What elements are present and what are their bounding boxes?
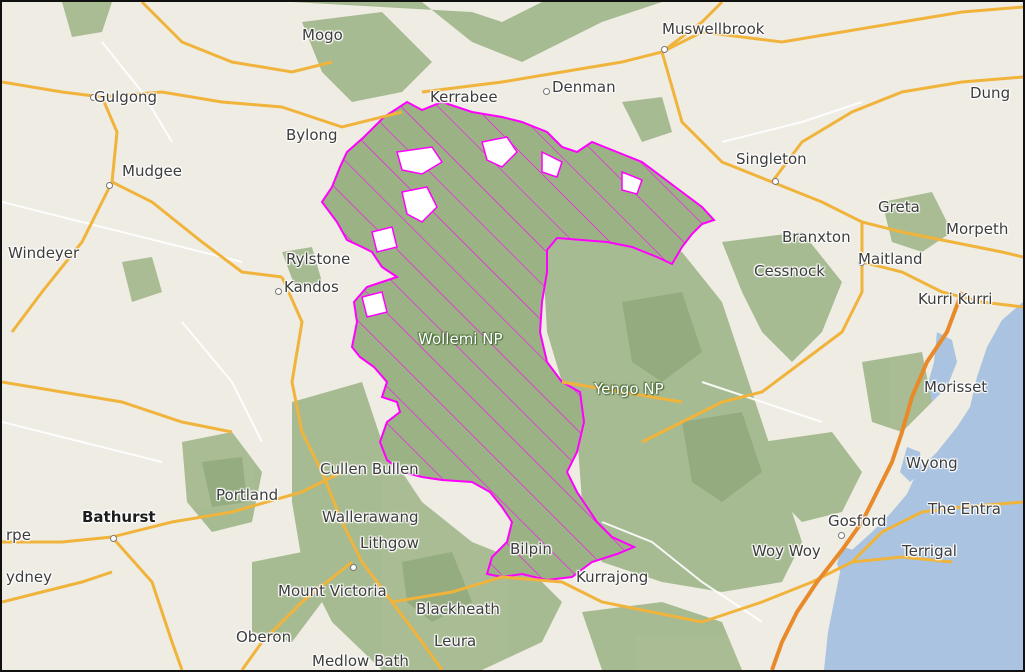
place-label-wyong: Wyong	[906, 454, 958, 472]
town-marker-gosford	[838, 532, 845, 539]
place-label-the-entrance: The Entra	[928, 500, 1001, 518]
place-label-bylong: Bylong	[286, 126, 338, 144]
place-label-dung: Dung	[970, 84, 1011, 102]
town-marker-denman	[543, 88, 550, 95]
forest-areas	[62, 2, 952, 670]
place-label-terrigal: Terrigal	[902, 542, 957, 560]
place-label-kurrajong: Kurrajong	[576, 568, 649, 586]
town-marker-singleton	[772, 178, 779, 185]
place-label-morisset: Morisset	[924, 378, 988, 396]
place-label-kerrabee: Kerrabee	[430, 88, 498, 106]
forest-dark-areas	[202, 292, 762, 622]
place-label-kurri-kurri: Kurri Kurri	[918, 290, 993, 308]
place-label-blackheath: Blackheath	[416, 600, 500, 618]
place-label-kandos: Kandos	[284, 278, 339, 296]
place-label-morpeth: Morpeth	[946, 220, 1009, 238]
place-label-mudgee: Mudgee	[122, 162, 182, 180]
town-marker-kandos	[275, 288, 282, 295]
lake-macquarie	[927, 332, 957, 402]
place-label-gulgong: Gulgong	[94, 88, 158, 106]
place-label-muswellbrook: Muswellbrook	[662, 20, 765, 38]
place-label-singleton: Singleton	[736, 150, 807, 168]
place-label-wollemi-np: Wollemi NP	[418, 330, 503, 348]
place-label-ydney: ydney	[6, 568, 53, 586]
place-label-maitland: Maitland	[858, 250, 923, 268]
place-label-lithgow: Lithgow	[360, 534, 419, 552]
place-label-windeyer: Windeyer	[8, 244, 80, 262]
town-marker-bathurst	[110, 535, 117, 542]
place-label-rylstone: Rylstone	[286, 250, 351, 268]
place-label-medlow-bath: Medlow Bath	[312, 652, 409, 670]
town-marker-gulgong	[90, 94, 97, 101]
place-label-wallerawang: Wallerawang	[322, 508, 419, 526]
place-label-branxton: Branxton	[782, 228, 851, 246]
town-marker-mudgee	[106, 182, 113, 189]
place-label-gosford: Gosford	[828, 512, 887, 530]
place-label-cessnock: Cessnock	[754, 262, 825, 280]
place-label-leura: Leura	[434, 632, 477, 650]
ocean	[824, 302, 1023, 670]
place-label-cullen-bullen: Cullen Bullen	[320, 460, 419, 478]
town-marker-muswellbrook	[661, 46, 668, 53]
place-label-portland: Portland	[216, 486, 279, 504]
place-label-woy-woy: Woy Woy	[752, 542, 821, 560]
place-label-bilpin: Bilpin	[510, 540, 552, 558]
town-marker-lithgow	[350, 564, 357, 571]
place-label-yengo-np: Yengo NP	[594, 380, 664, 398]
place-label-denman: Denman	[552, 78, 616, 96]
town-marker-maitland	[858, 259, 865, 266]
place-label-mogo: Mogo	[302, 26, 343, 44]
place-label-rpe: rpe	[6, 526, 31, 544]
place-label-oberon: Oberon	[236, 628, 292, 646]
highway	[770, 291, 964, 670]
park-inlets	[361, 136, 643, 318]
tuggerah-lake	[900, 447, 922, 482]
place-label-mount-victoria: Mount Victoria	[278, 582, 387, 600]
minor-roads	[2, 41, 863, 623]
place-label-greta: Greta	[878, 198, 920, 216]
place-label-bathurst: Bathurst	[82, 508, 156, 526]
